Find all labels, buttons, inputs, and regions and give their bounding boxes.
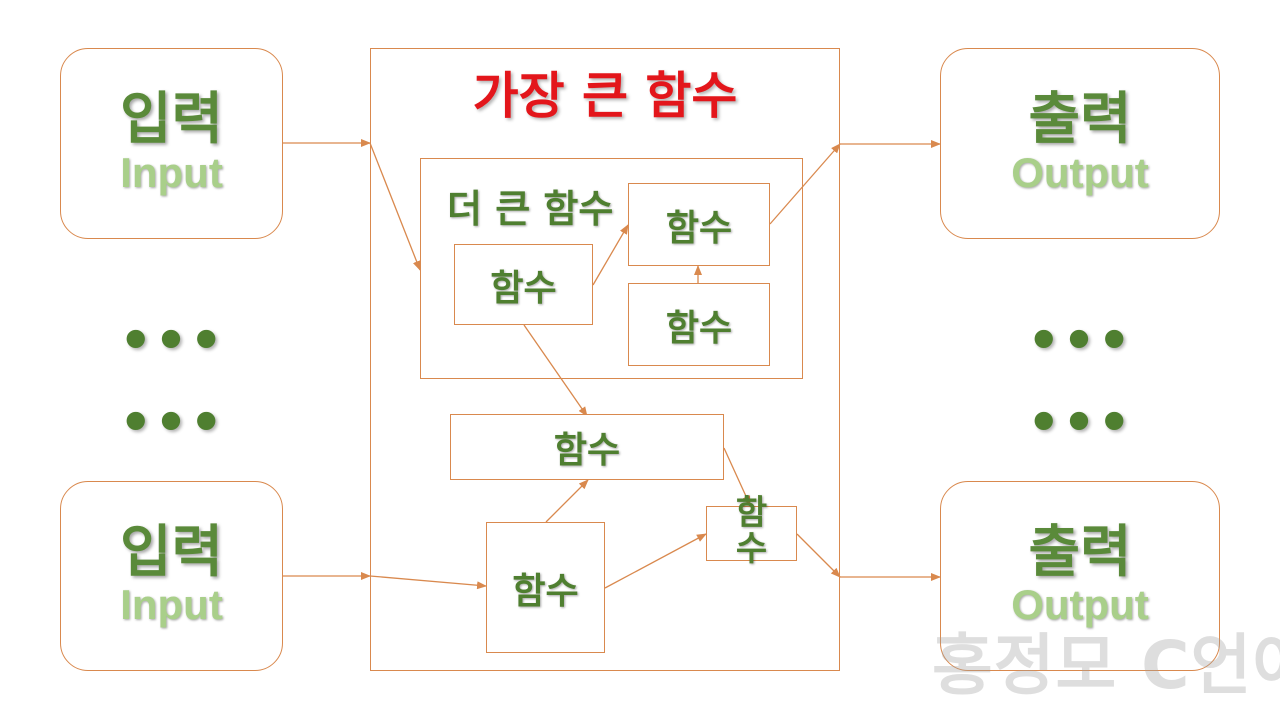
function-label: 함수 — [512, 570, 579, 612]
function-box-3: 함수 — [628, 283, 770, 366]
output-korean-label: 출력 — [1028, 519, 1132, 585]
function-box-5: 함수 — [486, 522, 605, 653]
output-ellipsis-2: ••• — [1027, 393, 1133, 453]
watermark: 홍정모 C언어 — [932, 627, 1280, 704]
output-ellipsis-1: ••• — [1027, 311, 1133, 371]
input-ellipsis-1: ••• — [119, 311, 225, 371]
input-english-label: Input — [120, 581, 223, 629]
function-box-6: 함 수 — [706, 495, 797, 566]
function-label: 함수 — [490, 267, 557, 309]
bigger-function-title: 더 큰 함수 — [447, 187, 614, 231]
input-box-2: 입력 Input — [60, 481, 283, 671]
function-box-4: 함수 — [450, 414, 724, 480]
input-ellipsis-2: ••• — [119, 393, 225, 453]
largest-function-box — [370, 48, 840, 671]
function-label: 함수 — [553, 430, 621, 471]
input-korean-label: 입력 — [119, 87, 224, 152]
function-label-char-2: 수 — [735, 528, 768, 569]
input-box-1: 입력 Input — [60, 48, 283, 239]
output-korean-label: 출력 — [1028, 87, 1132, 152]
bigger-function-box — [420, 158, 803, 379]
output-english-label: Output — [1011, 148, 1149, 196]
output-box-1: 출력 Output — [940, 48, 1220, 239]
function-label: 함수 — [665, 307, 733, 349]
function-label: 함수 — [665, 207, 733, 249]
output-english-label: Output — [1011, 581, 1149, 629]
largest-function-title: 가장 큰 함수 — [472, 67, 738, 125]
function-box-1: 함수 — [454, 244, 593, 325]
function-label-char-1: 함 — [735, 492, 768, 533]
input-korean-label: 입력 — [119, 519, 224, 585]
input-english-label: Input — [120, 148, 223, 196]
function-box-2: 함수 — [628, 183, 770, 266]
output-box-2: 출력 Output — [940, 481, 1220, 671]
